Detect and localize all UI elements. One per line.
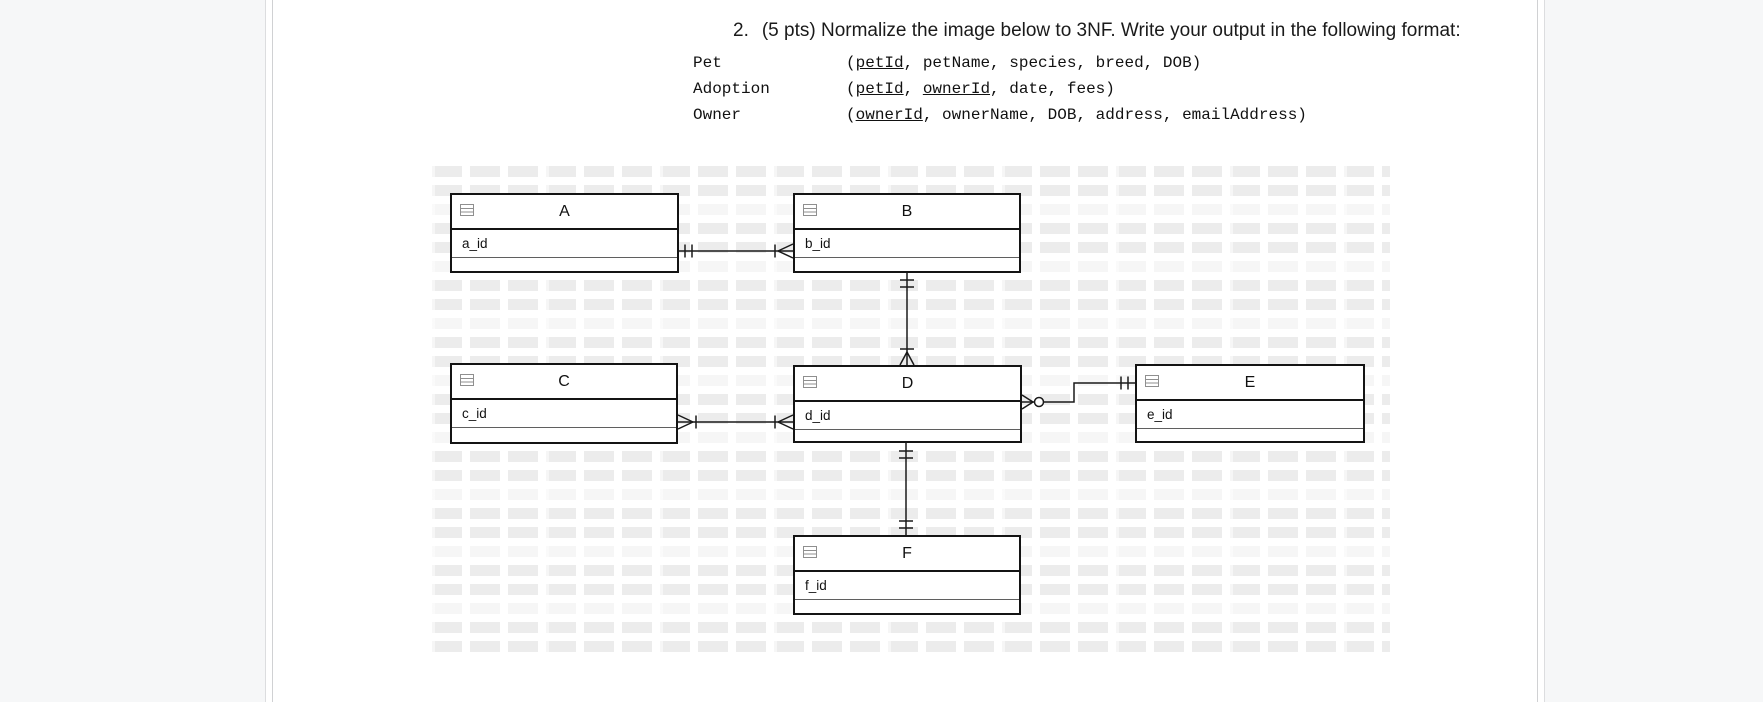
question-text: (5 pts) Normalize the image below to 3NF… [761, 20, 1461, 41]
entity-attribute: a_id [462, 236, 488, 251]
relation-definition: (petId, petName, species, breed, DOB) [846, 54, 1202, 72]
entity-B: B b_id [793, 193, 1021, 273]
entity-attribute: d_id [805, 408, 831, 423]
table-icon [460, 374, 474, 386]
relation-definition: (petId, ownerId, date, fees) [846, 80, 1115, 98]
entity-attribute-row: b_id [795, 230, 1019, 258]
entity-F: F f_id [793, 535, 1021, 615]
relation-name: Owner [693, 106, 742, 124]
entity-name: A [559, 202, 570, 220]
entity-attribute: c_id [462, 406, 487, 421]
relation-name: Adoption [693, 80, 770, 98]
entity-attribute-row: c_id [452, 400, 676, 428]
relation-name: Pet [693, 54, 722, 72]
schema-line: Adoption (petId, ownerId, date, fees) [693, 76, 1307, 102]
question-number: 2. [733, 20, 749, 41]
entity-name: F [902, 544, 912, 562]
entity-header: D [795, 367, 1020, 402]
entity-header: F [795, 537, 1019, 572]
entity-attribute-row: f_id [795, 572, 1019, 600]
entity-attribute-row: d_id [795, 402, 1020, 430]
table-icon [1145, 375, 1159, 387]
relation-definition: (ownerId, ownerName, DOB, address, email… [846, 106, 1307, 124]
entity-attribute-row: a_id [452, 230, 677, 258]
entity-A: A a_id [450, 193, 679, 273]
entity-E: E e_id [1135, 364, 1365, 443]
table-icon [803, 376, 817, 388]
entity-attribute-row: e_id [1137, 401, 1363, 429]
page-left-edge [265, 0, 273, 709]
entity-attribute: f_id [805, 578, 827, 593]
entity-attribute: b_id [805, 236, 831, 251]
table-icon [803, 546, 817, 558]
question-line: 2. (5 pts) Normalize the image below to … [733, 19, 1461, 43]
entity-name: C [558, 372, 570, 390]
page-right-edge [1537, 0, 1545, 709]
window-bottom-band [0, 702, 1763, 709]
table-icon [460, 204, 474, 216]
entity-header: B [795, 195, 1019, 230]
schema-block: Pet (petId, petName, species, breed, DOB)… [693, 50, 1307, 128]
entity-name: E [1244, 373, 1256, 391]
entity-attribute: e_id [1147, 407, 1173, 422]
entity-C: C c_id [450, 363, 678, 444]
entity-header: A [452, 195, 677, 230]
entity-name: B [901, 202, 913, 220]
entity-header: C [452, 365, 676, 400]
entity-name: D [901, 374, 914, 392]
entity-header: E [1137, 366, 1363, 401]
table-icon [803, 204, 817, 216]
entity-D: D d_id [793, 365, 1022, 443]
schema-line: Pet (petId, petName, species, breed, DOB) [693, 50, 1307, 76]
schema-line: Owner (ownerId, ownerName, DOB, address, … [693, 102, 1307, 128]
